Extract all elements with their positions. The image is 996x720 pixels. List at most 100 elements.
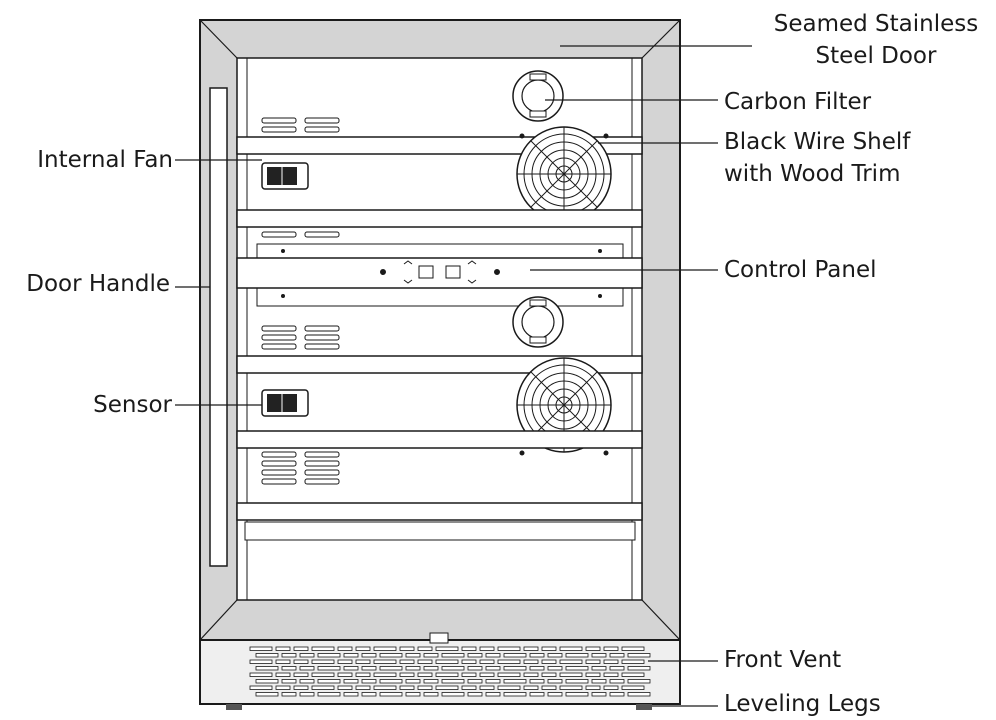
- vent-slot: [275, 646, 291, 651]
- vent-slot: [585, 646, 601, 651]
- label-door-line2: Steel Door: [815, 43, 937, 69]
- vent-slot: [311, 646, 335, 651]
- vent-slot: [249, 659, 273, 664]
- vent-slot: [441, 653, 465, 658]
- vent-slot: [627, 679, 651, 684]
- vent-slot: [441, 666, 465, 671]
- carbon-filter-tab-top: [529, 73, 547, 81]
- vent-slot: [379, 653, 403, 658]
- leveling-leg-left: [226, 704, 242, 710]
- vent-slot: [275, 685, 291, 690]
- vent-slot: [417, 659, 433, 664]
- vent-slot: [503, 666, 527, 671]
- vent-slot: [423, 653, 439, 658]
- shelf-4: [236, 430, 643, 449]
- label-internal-fan: Internal Fan: [37, 147, 173, 173]
- vent-slot: [379, 666, 403, 671]
- lower-fan-screws: [519, 450, 609, 456]
- vent-slot: [559, 672, 583, 677]
- vent-slot: [275, 672, 291, 677]
- vent-slot: [627, 653, 651, 658]
- vent-slot: [479, 685, 495, 690]
- vent-slot: [343, 666, 359, 671]
- vent-slot: [541, 685, 557, 690]
- vent-slot: [317, 653, 341, 658]
- middle-vent-slots: [261, 325, 340, 350]
- vent-slot: [585, 672, 601, 677]
- vent-slot: [541, 672, 557, 677]
- vent-slot: [621, 672, 645, 677]
- door-handle: [209, 87, 228, 567]
- vent-slot: [559, 646, 583, 651]
- vent-slot: [249, 672, 273, 677]
- vent-slot: [343, 653, 359, 658]
- vent-slot: [249, 685, 273, 690]
- vent-slot: [529, 666, 545, 671]
- vent-slot: [343, 692, 359, 697]
- vent-slot: [503, 692, 527, 697]
- vent-slot: [529, 692, 545, 697]
- vent-slot: [609, 692, 625, 697]
- vent-slot: [497, 685, 521, 690]
- vent-slot: [485, 653, 501, 658]
- vent-slot: [565, 679, 589, 684]
- sensor-unit: [261, 389, 309, 417]
- carbon-filter-inner: [521, 79, 555, 113]
- vent-slot: [293, 646, 309, 651]
- vent-slot: [523, 659, 539, 664]
- vent-slot: [435, 659, 459, 664]
- vent-slot: [559, 659, 583, 664]
- vent-slot: [299, 666, 315, 671]
- vent-slot: [281, 692, 297, 697]
- vent-slot: [467, 653, 483, 658]
- label-door-line1: Seamed Stainless: [773, 11, 979, 37]
- upper-vent-slots: [261, 117, 340, 133]
- vent-slot: [317, 692, 341, 697]
- vent-slot: [379, 679, 403, 684]
- vent-slot: [565, 692, 589, 697]
- vent-slot: [281, 666, 297, 671]
- vent-slot: [547, 666, 563, 671]
- vent-slot: [361, 666, 377, 671]
- vent-slot: [541, 659, 557, 664]
- vent-slot: [503, 679, 527, 684]
- vent-slot: [405, 653, 421, 658]
- vent-slot: [405, 692, 421, 697]
- vent-slot: [399, 659, 415, 664]
- label-control-panel: Control Panel: [724, 257, 877, 283]
- vent-slot: [479, 646, 495, 651]
- label-front-vent: Front Vent: [724, 647, 842, 673]
- leader-lines: [175, 45, 752, 707]
- vent-slot: [337, 685, 353, 690]
- vent-slot: [591, 692, 607, 697]
- vent-slot: [547, 679, 563, 684]
- vent-slot: [461, 685, 477, 690]
- vent-slot: [337, 646, 353, 651]
- upper-fan-screws: [519, 133, 609, 139]
- vent-slot: [621, 646, 645, 651]
- vent-slot: [423, 679, 439, 684]
- vent-slot: [355, 685, 371, 690]
- vent-slot: [627, 666, 651, 671]
- shelf-2-slots: [261, 231, 340, 238]
- control-panel: [236, 257, 643, 289]
- vent-slot: [565, 666, 589, 671]
- vent-slot: [541, 646, 557, 651]
- door-miter-br: [641, 599, 681, 641]
- shelf-5: [236, 502, 643, 521]
- vent-slot: [585, 659, 601, 664]
- vent-slot: [461, 646, 477, 651]
- vent-slot: [281, 679, 297, 684]
- vent-slot: [621, 659, 645, 664]
- vent-slot: [591, 653, 607, 658]
- vent-slot: [417, 685, 433, 690]
- vent-slot: [399, 672, 415, 677]
- lower-filter-tab-bottom: [529, 336, 547, 344]
- vent-slot: [485, 679, 501, 684]
- vent-slot: [355, 659, 371, 664]
- label-sensor: Sensor: [93, 392, 172, 418]
- label-shelf-line2: with Wood Trim: [724, 161, 901, 187]
- vent-slot: [355, 646, 371, 651]
- vent-slot: [311, 659, 335, 664]
